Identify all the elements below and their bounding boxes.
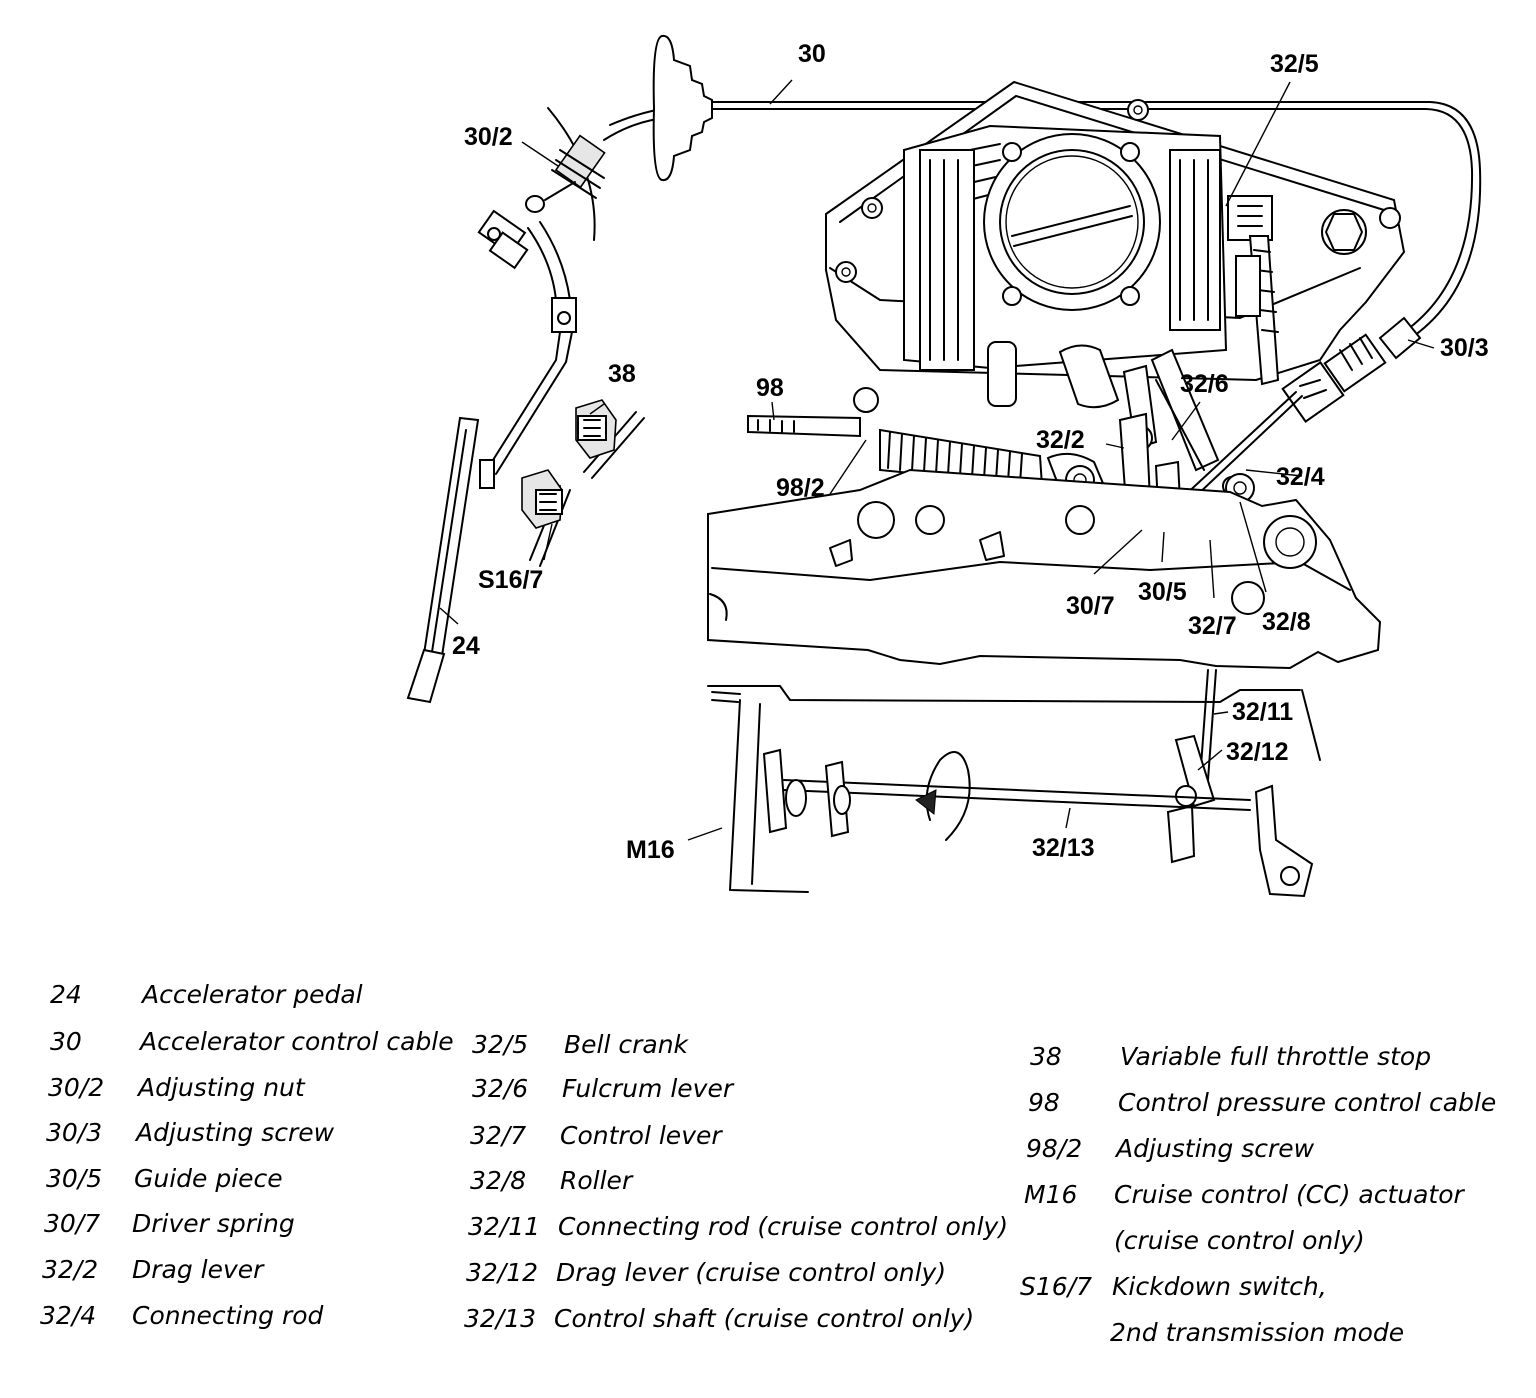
callout-30-2: 30/2 (464, 123, 513, 151)
cruise-control-actuator (711, 691, 741, 703)
pedal-linkage (477, 209, 577, 489)
legend-code: 32/12 (466, 1258, 539, 1287)
callout-32-7: 32/7 (1188, 612, 1237, 640)
legend-code: 32/11 (468, 1212, 541, 1241)
callout-98-2: 98/2 (776, 474, 825, 502)
legend-desc: Drag lever (132, 1255, 264, 1284)
legend-desc: Accelerator control cable (140, 1027, 454, 1056)
adjusting-nut (525, 107, 606, 241)
legend-desc: 2nd transmission mode (1110, 1318, 1405, 1347)
legend-code: 32/7 (470, 1121, 527, 1150)
adjusting-screw (1281, 316, 1422, 423)
callout-32-5: 32/5 (1270, 50, 1319, 78)
legend-desc: Control pressure control cable (1118, 1088, 1497, 1117)
legend-code: 32/5 (472, 1030, 529, 1059)
legend-code: 30/5 (46, 1164, 103, 1193)
legend-desc: Adjusting nut (138, 1073, 305, 1102)
legend-desc: (cruise control only) (1114, 1226, 1365, 1255)
legend-code: 32/4 (40, 1301, 97, 1330)
full-throttle-stop (529, 399, 645, 567)
rotation-arrow (915, 751, 971, 841)
legend-desc: Roller (560, 1166, 633, 1195)
legend-desc: Accelerator pedal (142, 980, 363, 1009)
callout-30: 30 (798, 40, 826, 68)
callout-24: 24 (452, 632, 480, 660)
callout-32-6: 32/6 (1180, 370, 1229, 398)
callout-32-4: 32/4 (1276, 463, 1325, 491)
legend-code: M16 (1024, 1180, 1078, 1209)
callout-30-5: 30/5 (1138, 578, 1187, 606)
legend-desc: Variable full throttle stop (1120, 1042, 1432, 1071)
legend-desc: Fulcrum lever (562, 1074, 734, 1103)
legend-code: 30 (50, 1027, 82, 1056)
accelerator-pedal (406, 416, 480, 704)
callout-32-2: 32/2 (1036, 426, 1085, 454)
legend-code: 38 (1030, 1042, 1062, 1071)
control-pressure-cable (747, 387, 879, 438)
callout-m16: M16 (626, 836, 675, 864)
callout-30-7: 30/7 (1066, 592, 1115, 620)
legend-code: 24 (50, 980, 82, 1009)
legend-code: 32/13 (464, 1304, 537, 1333)
legend-code: 32/8 (470, 1166, 527, 1195)
accelerator-control-cable (603, 34, 1482, 341)
fulcrum-lever (1150, 348, 1220, 472)
leader-lines (439, 79, 1435, 841)
legend-code: 30/7 (44, 1209, 101, 1238)
legend-code: 32/6 (472, 1074, 529, 1103)
legend-desc: Bell crank (564, 1030, 689, 1059)
legend-desc: Driver spring (132, 1209, 295, 1238)
legend-desc: Connecting rod (132, 1301, 324, 1330)
callout-32-13: 32/13 (1032, 834, 1095, 862)
legend-desc: Control lever (560, 1121, 722, 1150)
kickdown-switch (521, 469, 563, 529)
legend-code: 98 (1028, 1088, 1060, 1117)
legend-code: 30/2 (48, 1073, 105, 1102)
callout-32-12: 32/12 (1226, 738, 1289, 766)
callout-32-8: 32/8 (1262, 608, 1311, 636)
legend-code: S16/7 (1020, 1272, 1093, 1301)
callout-98: 98 (756, 374, 784, 402)
legend-desc: Adjusting screw (1116, 1134, 1315, 1163)
callout-30-3: 30/3 (1440, 334, 1489, 362)
legend-code: 30/3 (46, 1118, 103, 1147)
legend-desc: Control shaft (cruise control only) (554, 1304, 975, 1333)
cruise-drag-lever (1166, 734, 1216, 864)
legend-code: 98/2 (1026, 1134, 1083, 1163)
legend-desc: Drag lever (cruise control only) (556, 1258, 947, 1287)
legend-desc: Kickdown switch, (1112, 1272, 1327, 1301)
throttle-housing (825, 80, 1406, 409)
legend-desc: Guide piece (134, 1164, 283, 1193)
callout-s16-7: S16/7 (478, 566, 543, 594)
legend-code: 32/2 (42, 1255, 99, 1284)
legend-desc: Cruise control (CC) actuator (1114, 1180, 1464, 1209)
callout-32-11: 32/11 (1232, 698, 1293, 726)
control-shaft (762, 748, 1314, 898)
legend-desc: Adjusting screw (136, 1118, 335, 1147)
throttle-linkage-diagram: 30 30/2 32/5 30/3 38 98 32/6 32/2 98/2 3… (406, 34, 1489, 898)
bell-crank (1227, 195, 1280, 386)
callout-38: 38 (608, 360, 636, 388)
intake-manifold (707, 468, 1382, 670)
engine-block-lower (707, 685, 1321, 893)
legend-desc: Connecting rod (cruise control only) (558, 1212, 1009, 1241)
